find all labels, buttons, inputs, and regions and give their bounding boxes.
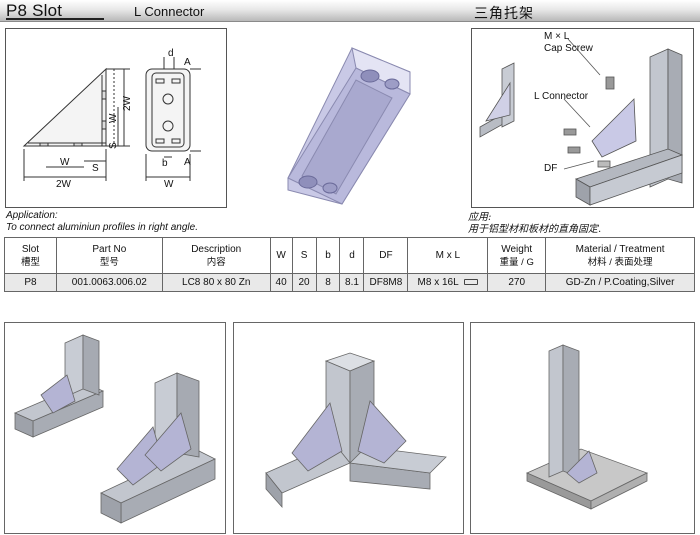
dim-s-side-label: S xyxy=(108,142,119,149)
dim-d-label: d xyxy=(168,48,174,59)
cell-d: 8.1 xyxy=(339,273,365,292)
application-photo-1 xyxy=(4,322,226,534)
application-cn: 应用: 用于铝型材和板材的直角固定. xyxy=(468,212,601,236)
dim-w-front-label: W xyxy=(164,179,174,190)
header-w: W xyxy=(269,237,293,274)
cell-weight: 270 xyxy=(487,273,547,292)
photo-base-plate xyxy=(526,344,649,510)
connector-render xyxy=(232,28,466,208)
cell-b: 8 xyxy=(315,273,341,292)
cell-w: 40 xyxy=(269,273,293,292)
cell-mxl: M8 x 16L xyxy=(407,273,489,292)
application-heading: Application: xyxy=(6,210,58,221)
dim-w-label: W xyxy=(108,113,119,123)
header-mxl: M x L xyxy=(407,237,489,274)
exploded-assembly: M × L Cap Screw L Connector DF xyxy=(471,28,694,208)
photo-three-way-corner xyxy=(265,352,447,509)
l-connector-image xyxy=(287,47,411,205)
cell-mxl-text: M8 x 16L xyxy=(417,277,459,288)
application-text: To connect aluminiun profiles in right a… xyxy=(6,222,198,233)
slot-underline xyxy=(6,18,104,20)
dim-2w-bottom-label: 2W xyxy=(56,179,72,190)
header-b: b xyxy=(315,237,341,274)
technical-drawing: d A 2W W S b A W S 2W W xyxy=(5,28,227,208)
dim-a-bottom-label: A xyxy=(184,157,191,168)
dim-b-label: b xyxy=(162,158,168,169)
l-connector-label: L Connector xyxy=(534,91,589,102)
application-en: Application: To connect aluminiun profil… xyxy=(6,210,198,234)
dim-w-bottom-label: W xyxy=(60,157,70,168)
header-df: DF xyxy=(363,237,409,274)
application-text-cn: 用于铝型材和板材的直角固定. xyxy=(468,224,602,235)
photo-two-profiles xyxy=(14,334,216,524)
dim-2w-label: 2W xyxy=(122,95,133,111)
application-photo-2 xyxy=(233,322,464,534)
cell-slot: P8 xyxy=(4,273,57,292)
slot-title: P8 Slot xyxy=(6,1,63,20)
df-label: DF xyxy=(544,163,557,174)
cell-material: GD-Zn / P.Coating,Silver xyxy=(545,273,695,292)
cell-df: DF8M8 xyxy=(363,273,409,292)
table-row: P8 001.0063.006.02 LC8 80 x 80 Zn 40 20 … xyxy=(4,273,695,292)
dimension-drawing: d A 2W W S b A W S 2W W xyxy=(22,48,201,190)
product-title-cn: 三角托架 xyxy=(474,5,534,21)
mxl-label: M × L xyxy=(544,31,570,42)
application-heading-cn: 应用: xyxy=(468,212,492,223)
cell-part-no: 001.0063.006.02 xyxy=(55,273,163,292)
screw-icon xyxy=(464,279,479,286)
header-bar: P8 Slot L Connector 三角托架 xyxy=(0,0,700,22)
dim-s-bottom-label: S xyxy=(92,163,99,174)
header-s: S xyxy=(291,237,317,274)
header-d: d xyxy=(339,237,365,274)
cell-s: 20 xyxy=(291,273,317,292)
product-title-en: L Connector xyxy=(134,4,205,19)
cap-screw-label: Cap Screw xyxy=(544,43,594,54)
cell-description: LC8 80 x 80 Zn xyxy=(161,273,271,292)
exploded-view-image: M × L Cap Screw L Connector DF xyxy=(479,31,684,206)
dim-a-top-label: A xyxy=(184,57,191,68)
application-photo-3 xyxy=(470,322,695,534)
